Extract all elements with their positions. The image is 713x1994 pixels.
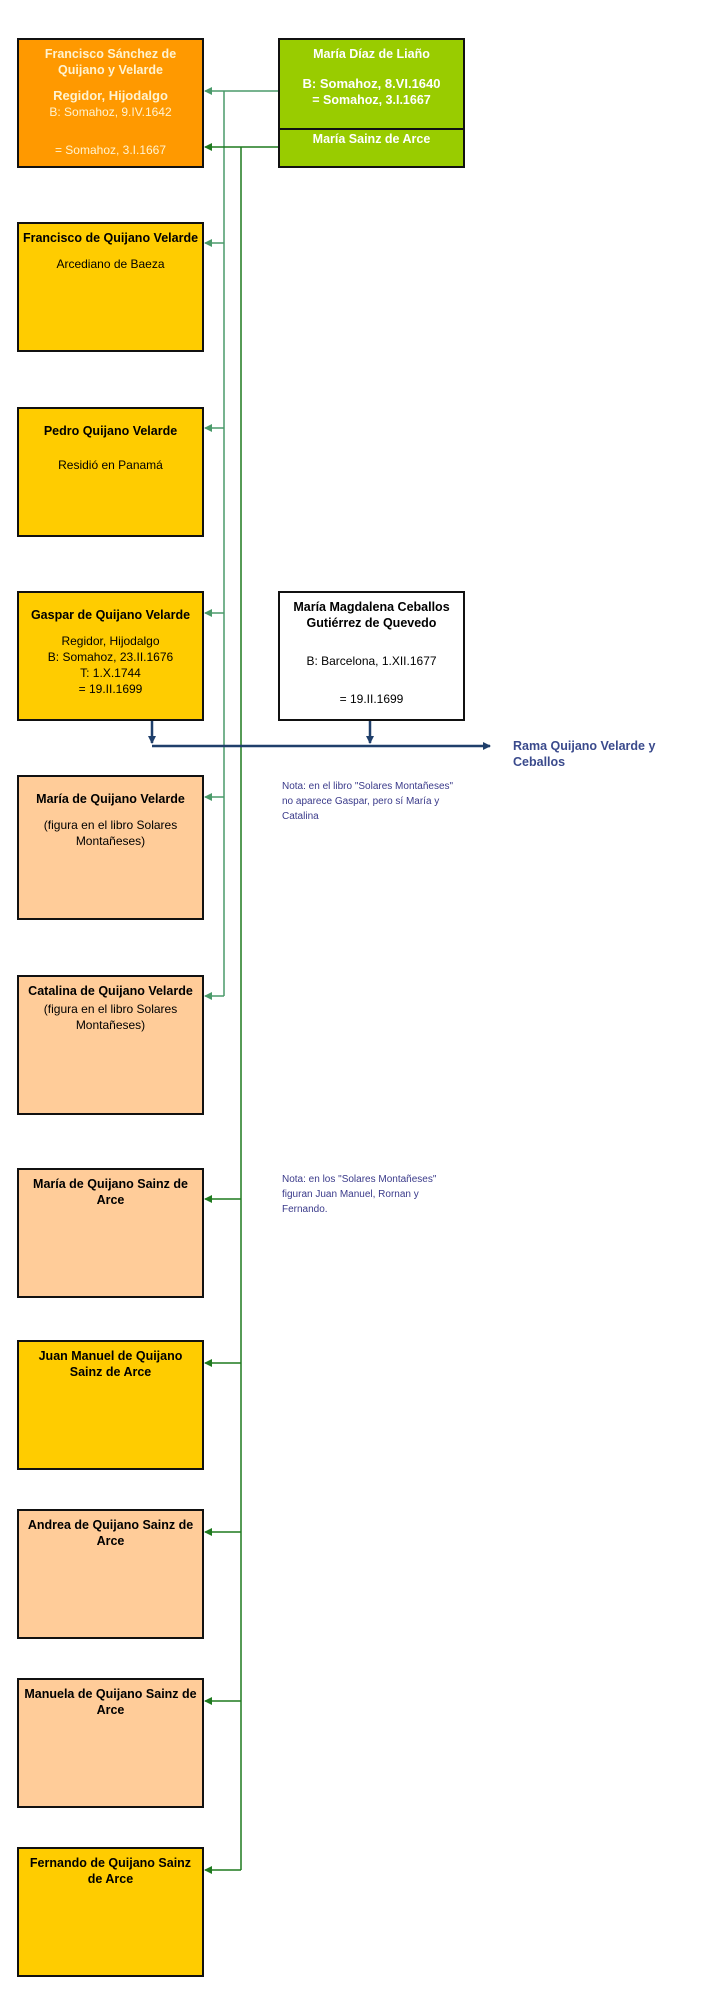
child-name: María de Quijano Velarde	[36, 792, 185, 806]
child-detail: Residió en Panamá	[58, 458, 163, 472]
first-marriage-lines	[204, 87, 278, 1000]
note-solares: Nota: en los "Solares Montañeses" figura…	[282, 1174, 437, 1215]
child-detail: B: Somahoz, 23.II.1676	[47, 650, 174, 664]
child-detail: = 19.II.1699	[78, 682, 143, 696]
child-box-manuela: Manuela de Quijano Sainz de Arce	[17, 1678, 204, 1808]
spouse-birth: B: Barcelona, 1.XII.1677	[306, 654, 437, 668]
child-name: Manuela de Quijano Sainz de Arce	[24, 1687, 197, 1717]
first-wife-name: María Díaz de Liaño	[313, 47, 430, 61]
spouse-box: María Magdalena Ceballos Gutiérrez de Qu…	[278, 591, 465, 721]
father-box: Francisco Sánchez de Quijano y Velarde R…	[17, 38, 204, 168]
child-detail: (figura en el libro Solares Montañeses)	[43, 1002, 178, 1032]
father-name: Francisco Sánchez de Quijano y Velarde	[44, 47, 177, 77]
child-detail: Arcediano de Baeza	[56, 257, 165, 271]
child-name: María de Quijano Sainz de Arce	[33, 1177, 188, 1207]
father-birth: B: Somahoz, 9.IV.1642	[49, 105, 172, 119]
child-box-maria-sainz: María de Quijano Sainz de Arce	[17, 1168, 204, 1298]
child-name: Pedro Quijano Velarde	[43, 424, 178, 438]
child-detail: Regidor, Hijodalgo	[61, 634, 160, 648]
child-box-catalina: Catalina de Quijano Velarde (figura en e…	[17, 975, 204, 1115]
second-wife-box: María Sainz de Arce	[278, 128, 465, 168]
second-wife-name: María Sainz de Arce	[312, 132, 431, 146]
father-marriage: = Somahoz, 3.I.1667	[54, 143, 167, 157]
child-box-gaspar: Gaspar de Quijano Velarde Regidor, Hijod…	[17, 591, 204, 721]
child-name: Fernando de Quijano Sainz de Arce	[29, 1856, 192, 1886]
spouse-marriage: = 19.II.1699	[339, 692, 404, 706]
first-wife-box: María Díaz de Liaño B: Somahoz, 8.VI.164…	[278, 38, 465, 130]
child-box-andrea: Andrea de Quijano Sainz de Arce	[17, 1509, 204, 1639]
note-gaspar: Nota: en el libro "Solares Montañeses" n…	[282, 781, 454, 822]
child-name: Andrea de Quijano Sainz de Arce	[27, 1518, 194, 1548]
branch-label: Rama Quijano Velarde y Ceballos	[513, 739, 656, 769]
first-wife-birth: B: Somahoz, 8.VI.1640	[302, 76, 441, 91]
child-detail: T: 1.X.1744	[80, 666, 141, 680]
first-wife-marriage: = Somahoz, 3.I.1667	[312, 93, 431, 107]
branch-lines	[148, 721, 491, 750]
father-title: Regidor, Hijodalgo	[53, 88, 168, 103]
child-box-juan-manuel: Juan Manuel de Quijano Sainz de Arce	[17, 1340, 204, 1470]
child-box-maria: María de Quijano Velarde (figura en el l…	[17, 775, 204, 920]
spouse-name: María Magdalena Ceballos Gutiérrez de Qu…	[293, 600, 450, 630]
child-name: Gaspar de Quijano Velarde	[30, 608, 191, 622]
child-name: Catalina de Quijano Velarde	[28, 984, 193, 998]
child-name: Juan Manuel de Quijano Sainz de Arce	[38, 1349, 183, 1379]
child-name: Francisco de Quijano Velarde	[22, 231, 199, 245]
child-box-fernando: Fernando de Quijano Sainz de Arce	[17, 1847, 204, 1977]
child-box-pedro: Pedro Quijano Velarde Residió en Panamá	[17, 407, 204, 537]
child-detail: (figura en el libro Solares Montañeses)	[43, 818, 178, 848]
second-marriage-lines	[204, 143, 278, 1874]
child-box-francisco: Francisco de Quijano Velarde Arcediano d…	[17, 222, 204, 352]
